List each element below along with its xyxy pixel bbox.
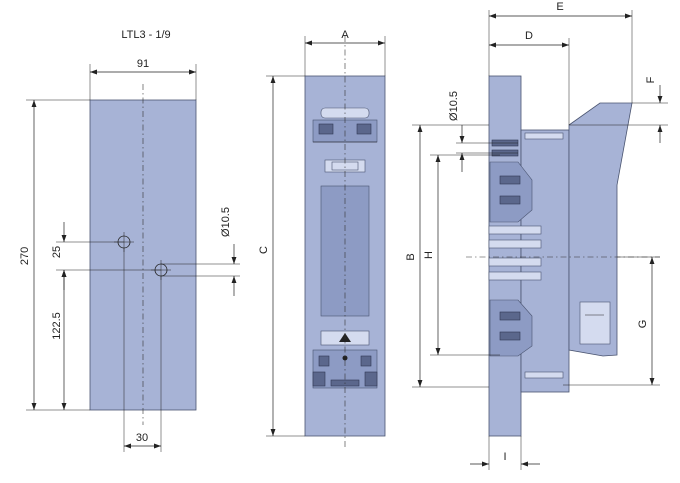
height-label: 270 [19, 247, 31, 265]
label-g: G [637, 320, 649, 329]
fuse-carrier-handle [568, 102, 633, 357]
hole-horizontal-label: 30 [136, 432, 148, 444]
label-b: B [405, 253, 417, 260]
hole-diameter-label: Ø10.5 [220, 207, 232, 237]
hole-offset-label: 122.5 [51, 312, 63, 340]
hole-spacing-label: 25 [51, 246, 63, 258]
side-view: E D F Ø10.5 B H G [405, 1, 668, 470]
label-a: A [341, 29, 349, 41]
side-base-plate [488, 75, 522, 437]
side-hole-diameter-label: Ø10.5 [448, 91, 460, 121]
width-label: 91 [137, 58, 149, 70]
middle-view: A C [258, 29, 386, 450]
label-h: H [423, 251, 435, 259]
label-e: E [556, 1, 563, 13]
label-i: I [503, 451, 506, 463]
title-label: LTL3 - 1/9 [121, 29, 170, 41]
front-view: LTL3 - 1/9 91 270 25 122.5 [19, 29, 240, 452]
label-c: C [258, 246, 270, 254]
label-d: D [525, 30, 533, 42]
label-f: F [645, 76, 657, 83]
